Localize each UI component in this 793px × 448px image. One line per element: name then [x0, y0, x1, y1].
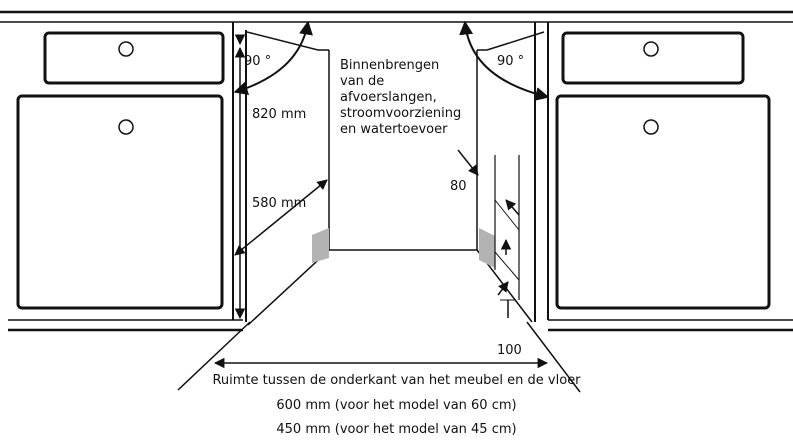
- gap-80-label: 80: [450, 179, 467, 194]
- width-dimension: [177, 321, 581, 393]
- left-drawer: [43, 31, 225, 85]
- gap-100-label: 100: [497, 343, 522, 358]
- gap-80-arrows: [500, 199, 520, 255]
- right-cabinet: [534, 22, 771, 322]
- depth-label: 580 mm: [252, 196, 307, 211]
- access-note-line-2: van de: [340, 74, 385, 89]
- access-note-line-1: Binnenbrengen: [340, 58, 440, 73]
- left-cabinet: [16, 22, 247, 322]
- depth-dimension-arrow: [234, 179, 328, 256]
- access-note: Binnenbrengen van de afvoerslangen, stro…: [340, 58, 461, 138]
- footer-line-3: 450 mm (voor het model van 45 cm): [276, 422, 517, 437]
- gap-100-arrows: [497, 281, 516, 318]
- access-note-line-3: afvoerslangen,: [340, 90, 437, 105]
- left-shade-block: [312, 228, 329, 263]
- access-pointer-arrow: [457, 149, 479, 176]
- footer-line-2: 600 mm (voor het model van 60 cm): [276, 398, 517, 413]
- right-shade-block: [479, 228, 495, 268]
- left-drawer-knob-icon: [118, 41, 134, 57]
- right-drawer-knob-icon: [643, 41, 659, 57]
- left-door: [16, 94, 224, 310]
- access-note-line-4: stroomvoorziening: [340, 106, 462, 121]
- right-drawer: [561, 31, 745, 85]
- floor-lines: [8, 319, 793, 332]
- right-door-knob-icon: [643, 119, 659, 135]
- height-label: 820 mm: [252, 107, 307, 122]
- countertop: [0, 10, 793, 23]
- door-swing-arcs: [233, 20, 550, 101]
- left-door-knob-icon: [118, 119, 134, 135]
- angle-left-label: 90 °: [244, 54, 272, 69]
- right-door: [555, 94, 771, 310]
- footer-line-1: Ruimte tussen de onderkant van het meube…: [212, 373, 581, 388]
- access-note-line-5: en watertoevoer: [340, 122, 448, 137]
- angle-right-label: 90 °: [497, 54, 525, 69]
